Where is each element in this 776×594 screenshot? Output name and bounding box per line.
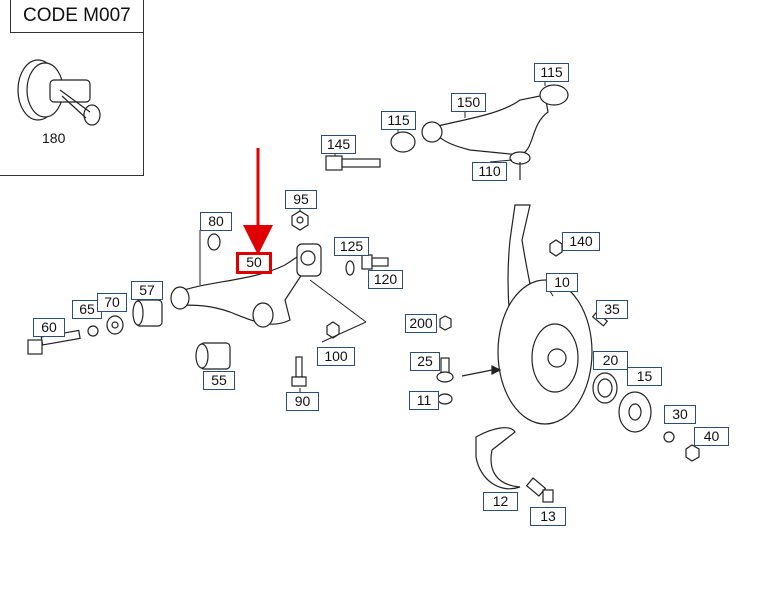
callout-30: 30 <box>664 405 696 424</box>
callout-11: 11 <box>409 391 439 410</box>
nut-95 <box>291 210 309 231</box>
callout-60: 60 <box>33 318 65 337</box>
code-title: CODE M007 <box>10 0 144 33</box>
callout-145: 145 <box>321 135 356 154</box>
callout-55: 55 <box>203 371 235 390</box>
bolt-60 <box>27 329 81 355</box>
callout-15: 15 <box>627 367 662 386</box>
callout-57: 57 <box>131 281 163 300</box>
callout-120: 120 <box>368 270 403 289</box>
small-hardware <box>207 233 389 387</box>
circlip-30-nut-40 <box>663 431 700 462</box>
part-number-180: 180 <box>42 130 66 146</box>
ball-joint-25 <box>436 315 454 405</box>
bearing-20 <box>592 372 618 404</box>
nut-140 <box>549 239 563 257</box>
callout-95: 95 <box>285 190 317 209</box>
callout-115-second: 115 <box>381 111 416 130</box>
pointer-arrow <box>461 365 502 377</box>
callout-25: 25 <box>410 352 440 371</box>
callout-150: 150 <box>451 93 486 112</box>
lower-control-arm <box>170 243 322 328</box>
callout-80: 80 <box>200 212 232 231</box>
callout-100: 100 <box>317 347 355 366</box>
bolt-145 <box>325 155 381 171</box>
callout-35: 35 <box>596 300 628 319</box>
bushing-57 <box>132 299 163 327</box>
callout-12: 12 <box>483 492 518 511</box>
bushing-55 <box>195 342 231 370</box>
callout-40: 40 <box>694 427 729 446</box>
upper-control-arm <box>390 84 569 180</box>
callout-110: 110 <box>472 162 507 181</box>
callout-200: 200 <box>405 314 437 333</box>
bolt-13 <box>525 477 554 503</box>
callout-90: 90 <box>286 392 319 411</box>
washers-65-70 <box>87 315 124 337</box>
callout-125: 125 <box>334 237 369 256</box>
cv-joint-part-180 <box>17 59 101 126</box>
callout-20: 20 <box>593 351 628 370</box>
callout-50-highlighted: 50 <box>236 252 272 274</box>
callout-140: 140 <box>562 232 600 251</box>
dust-cover-12 <box>475 427 521 490</box>
callout-10: 10 <box>546 273 578 292</box>
callout-115: 115 <box>534 63 569 82</box>
callout-70: 70 <box>97 293 127 312</box>
callout-13: 13 <box>530 507 566 526</box>
code-box: CODE M007 180 <box>0 0 144 176</box>
hub-15 <box>618 391 652 433</box>
brake-shield-10 <box>497 279 593 425</box>
